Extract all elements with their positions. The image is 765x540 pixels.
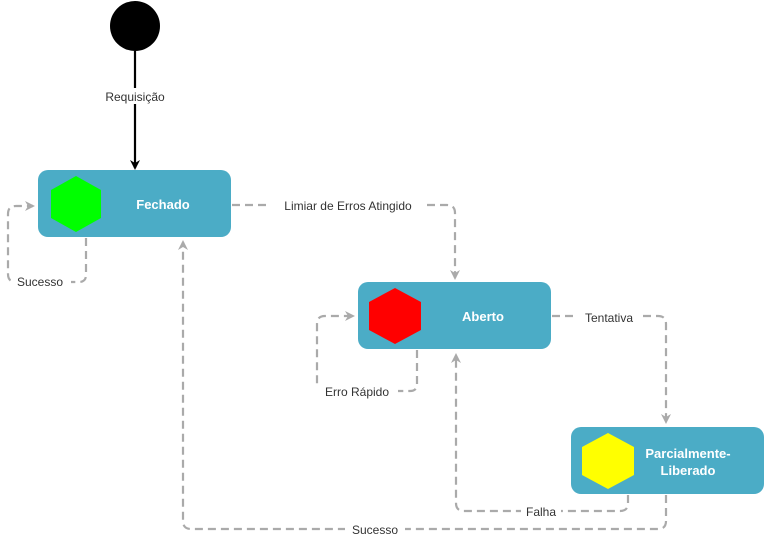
half-open-to-closed-label: Sucesso <box>352 523 398 537</box>
closed-self-loop-label: Sucesso <box>17 275 63 289</box>
hexagon-icon <box>582 433 634 489</box>
open-to-half-open-line <box>552 314 671 424</box>
state-closed-label: Fechado <box>136 197 190 212</box>
hexagon-icon <box>369 288 421 344</box>
hexagon-icon <box>51 176 101 232</box>
start-transition-label: Requisição <box>105 90 165 104</box>
start-node <box>110 1 160 51</box>
half-open-to-open-label: Falha <box>526 505 556 519</box>
state-half-open[interactable]: Parcialmente- Liberado <box>571 427 764 494</box>
open-to-half-open-label: Tentativa <box>585 311 633 325</box>
state-half-open-label-line1: Parcialmente- <box>645 446 730 461</box>
closed-to-open-line <box>232 203 460 280</box>
state-open[interactable]: Aberto <box>358 282 551 349</box>
half-open-to-closed-line <box>178 240 668 531</box>
open-self-loop-label: Erro Rápido <box>325 385 389 399</box>
state-closed[interactable]: Fechado <box>38 170 231 237</box>
closed-self-loop <box>6 201 88 284</box>
state-open-label: Aberto <box>462 309 504 324</box>
closed-to-open-label: Limiar de Erros Atingido <box>284 199 412 213</box>
state-half-open-label-line2: Liberado <box>661 463 716 478</box>
